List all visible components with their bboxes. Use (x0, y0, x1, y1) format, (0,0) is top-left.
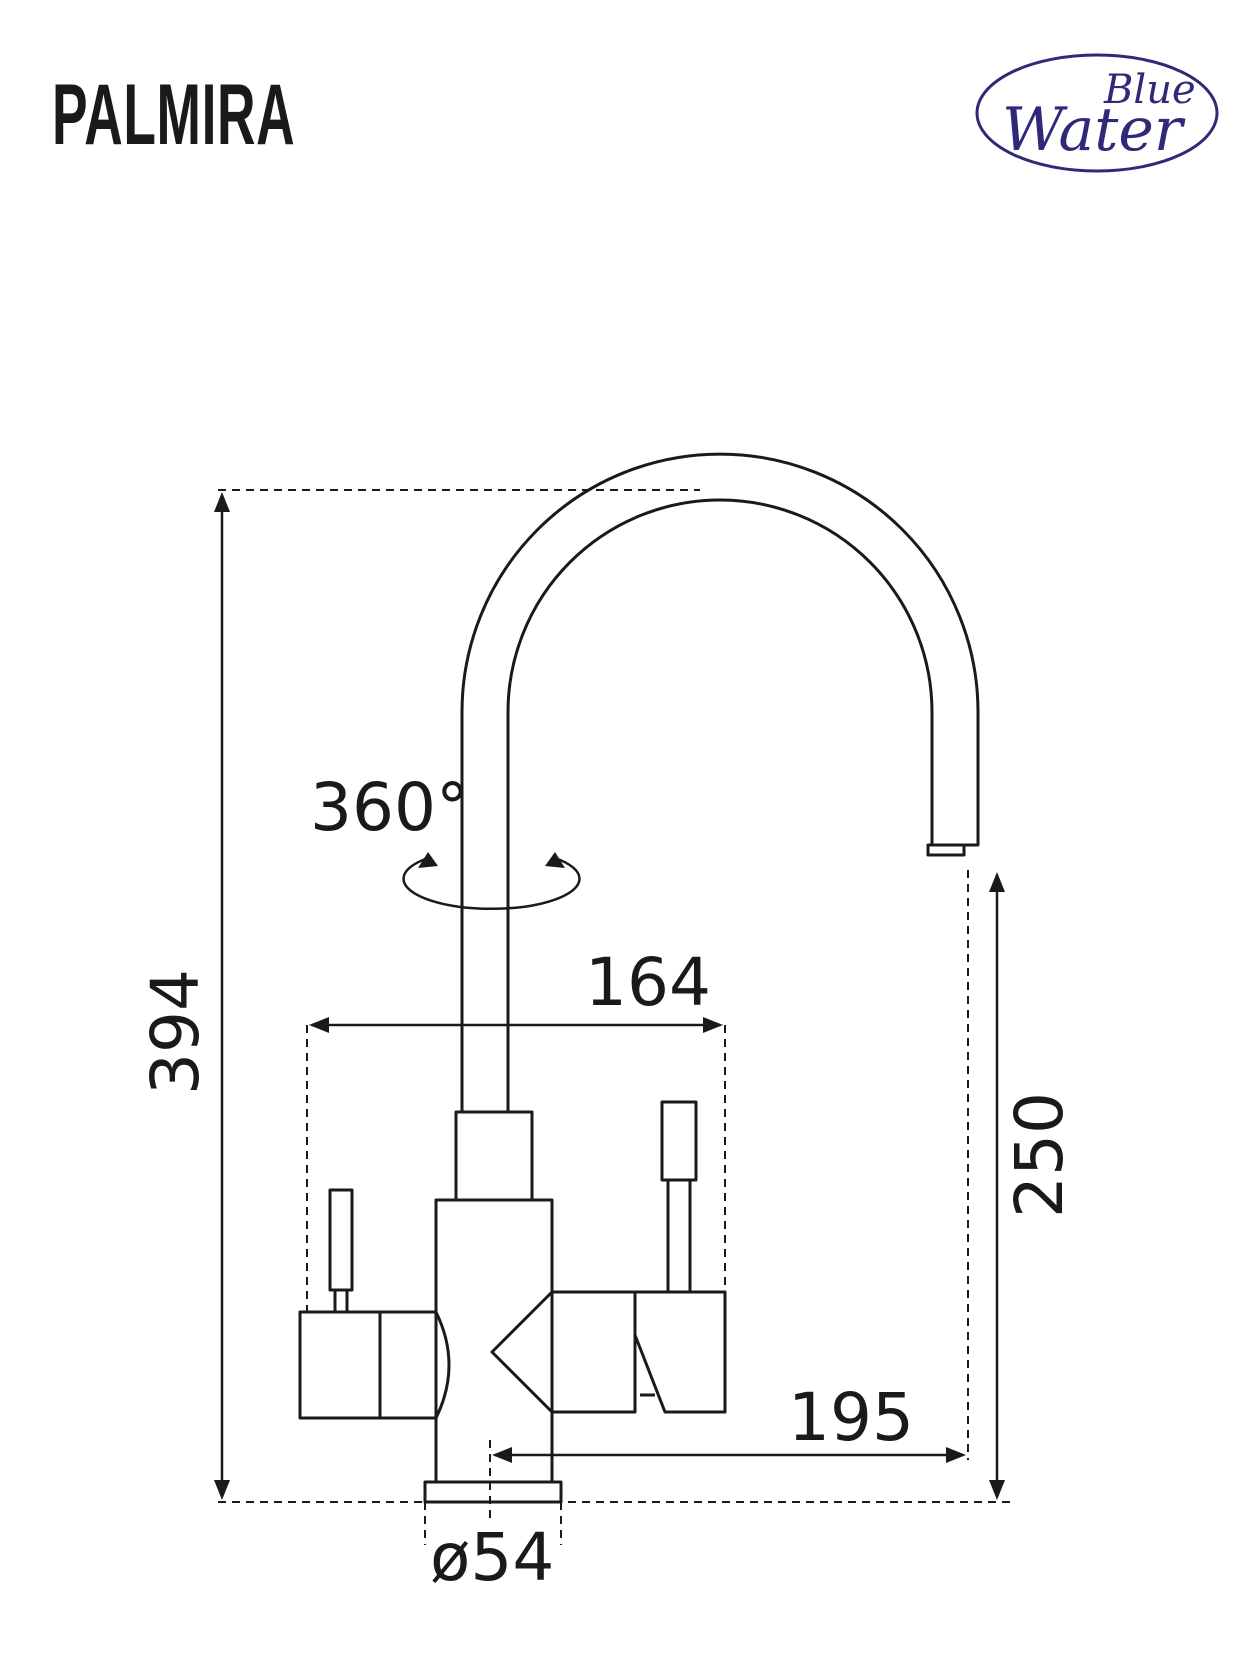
rotation-arrowhead-left (418, 852, 438, 868)
page-title: PALMIRA (52, 67, 296, 163)
arrow-up-2 (989, 872, 1005, 892)
reach-label: 195 (788, 1379, 914, 1456)
right-handle-block (490, 1290, 637, 1414)
arrow-left (309, 1017, 329, 1033)
main-body (434, 1198, 554, 1484)
rotation-label: 360° (310, 769, 469, 846)
brand-logo: Blue Water (975, 53, 1219, 173)
left-handle-cap (378, 1310, 451, 1420)
rotation-arrow (402, 856, 581, 910)
rotation-arc (402, 856, 581, 910)
arrowheads (214, 492, 1005, 1500)
arrow-down-2 (989, 1480, 1005, 1500)
right-lever (660, 1100, 698, 1182)
faucet-outline (298, 452, 980, 1504)
logo-text-water: Water (1002, 95, 1186, 165)
arrow-right (703, 1017, 723, 1033)
dimension-lines (220, 495, 999, 1497)
spout-tip (926, 843, 966, 857)
arrow-right-2 (946, 1447, 966, 1463)
extension-lines (218, 489, 1010, 1545)
total-height-label: 394 (137, 969, 214, 1095)
right-lever-stem (666, 1178, 692, 1294)
rotation-arrowhead-right (545, 852, 565, 868)
base-plate (423, 1480, 563, 1504)
left-lever (328, 1188, 354, 1292)
arrow-left-2 (492, 1447, 512, 1463)
right-handle-cap (633, 1290, 727, 1414)
span-label: 164 (585, 944, 711, 1021)
logo-ellipse (975, 53, 1219, 173)
neck-collar (454, 1110, 534, 1202)
arrow-up (214, 492, 230, 512)
left-lever-stem (333, 1288, 349, 1314)
spout-height-label: 250 (1001, 1092, 1078, 1218)
spout-tube (460, 452, 980, 1112)
left-handle-block (298, 1310, 382, 1420)
arrow-down (214, 1480, 230, 1500)
base-diameter-label: ø54 (430, 1519, 554, 1596)
logo-text-blue: Blue (1103, 67, 1196, 113)
